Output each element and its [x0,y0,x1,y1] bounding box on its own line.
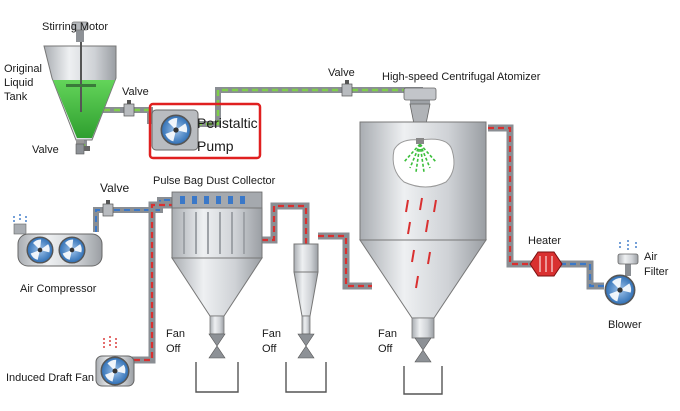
heater [529,251,563,277]
cyclone-outlet [285,333,327,393]
top-valve-icon [341,80,353,97]
fan1-label-line1: Fan [166,328,185,340]
blower-label: Blower [608,319,642,331]
pump-label-line1: Peristaltic [197,115,258,131]
pump-label-line2: Pump [197,138,234,154]
air-filter-label-line2: Filter [644,266,669,278]
tank-label-line3: Tank [4,91,28,103]
fan3-label-line1: Fan [378,328,397,340]
atomizer-label: High-speed Centrifugal Atomizer [382,71,541,83]
drying-chamber [359,87,487,339]
air-compressor [13,214,103,267]
pump-highlight-box [148,102,262,160]
pump-inlet-valve-icon [123,100,135,117]
fan1-label-line2: Off [166,343,181,355]
fan3-label-line2: Off [378,343,393,355]
peristaltic-pump [151,109,199,151]
air-compressor-label: Air Compressor [20,283,97,295]
heater-label: Heater [528,235,561,247]
dust-collector-label: Pulse Bag Dust Collector [153,175,276,187]
tank-label-line2: Liquid [4,77,33,89]
tank-outlet-valve-icon [75,143,90,155]
compressor-valve-label: Valve [100,181,129,195]
original-liquid-tank [43,21,117,150]
cyclone-link-pipe [262,202,310,250]
induced-draft-fan [95,336,135,387]
compressor-valve-icon [102,200,114,217]
air-filter-label-line1: Air [644,251,658,263]
labels: Stirring Motor Original Liquid Tank Valv… [4,21,669,384]
fan2-label-line2: Off [262,343,277,355]
air-filter [617,240,639,265]
top-valve-label: Valve [328,67,355,79]
tank-outlet-valve-label: Valve [32,144,59,156]
fan2-label-line1: Fan [262,328,281,340]
pulse-bag-dust-collector [171,191,263,335]
blower [604,274,636,306]
stirring-motor-label: Stirring Motor [42,21,108,33]
pump-inlet-valve-label: Valve [122,86,149,98]
induced-draft-fan-label: Induced Draft Fan [6,372,94,384]
cyclone-separator [293,243,319,335]
collector-outlet [195,333,239,393]
chamber-outlet [403,337,443,395]
tank-label-line1: Original [4,63,42,75]
